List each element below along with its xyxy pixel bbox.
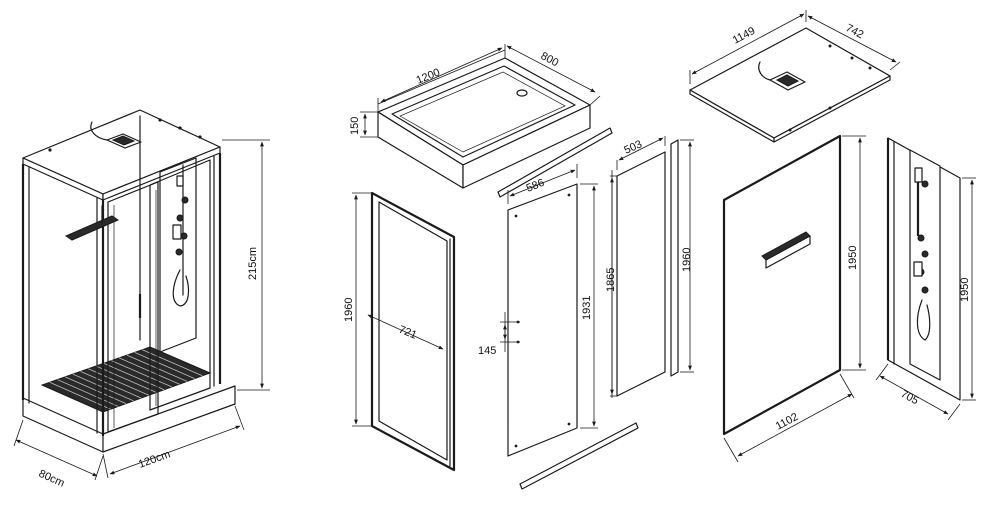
fixed-panel-height-label: 1931	[581, 296, 593, 320]
floor-slat	[80, 371, 142, 399]
cabin-depth-label: 80cm	[37, 468, 66, 490]
floor-slats	[40, 346, 212, 413]
floor-slat	[126, 354, 188, 382]
roof-width-label: 742	[844, 22, 866, 41]
side-glass-panel: 503 1865 1960	[605, 136, 694, 398]
side-panel-width-label: 503	[622, 138, 644, 156]
assembled-shower-cabin: 80cm 120cm 215cm	[13, 109, 270, 490]
fixed-panel-inner-height-label: 1865	[605, 268, 617, 292]
tray-width-label: 800	[539, 50, 561, 69]
sliding-door-panel: 1960 721	[343, 191, 456, 472]
floor-slat	[88, 368, 150, 396]
floor-slat	[49, 381, 111, 410]
back-panel-height-label: 1950	[847, 246, 859, 270]
side-panel-height-label: 1960	[681, 248, 693, 272]
back-panel: 1950 1102	[722, 134, 866, 463]
door-height-label: 1960	[343, 298, 355, 322]
cabin-roof: 1149 742	[689, 10, 901, 143]
door-width-label: 721	[397, 324, 419, 342]
fixed-glass-panel: 586 1931 145	[478, 164, 598, 457]
tray-height-label: 150	[349, 117, 361, 135]
shower-tray: 1200 800 150	[349, 44, 601, 189]
bottom-guide-rail	[519, 422, 639, 490]
hinge-offset-label: 145	[478, 345, 496, 357]
floor-slat	[95, 365, 157, 393]
floor-slat	[142, 349, 203, 377]
side-seat	[64, 205, 120, 241]
cabin-height-label: 215cm	[247, 247, 259, 280]
floor-slat	[111, 360, 172, 388]
back-column	[159, 157, 197, 353]
cabin-width-label: 120cm	[137, 448, 172, 471]
shower-column-panel: 1950 705	[875, 137, 976, 421]
column-panel-height-label: 1950	[959, 278, 971, 302]
column-panel-width-label: 705	[899, 388, 921, 407]
floor-slat	[64, 376, 127, 405]
tray-length-label: 1200	[415, 66, 442, 86]
floor-slat	[118, 357, 180, 385]
floor-slat	[134, 352, 195, 379]
roof-length-label: 1149	[731, 25, 758, 47]
roof-vent	[90, 121, 142, 149]
